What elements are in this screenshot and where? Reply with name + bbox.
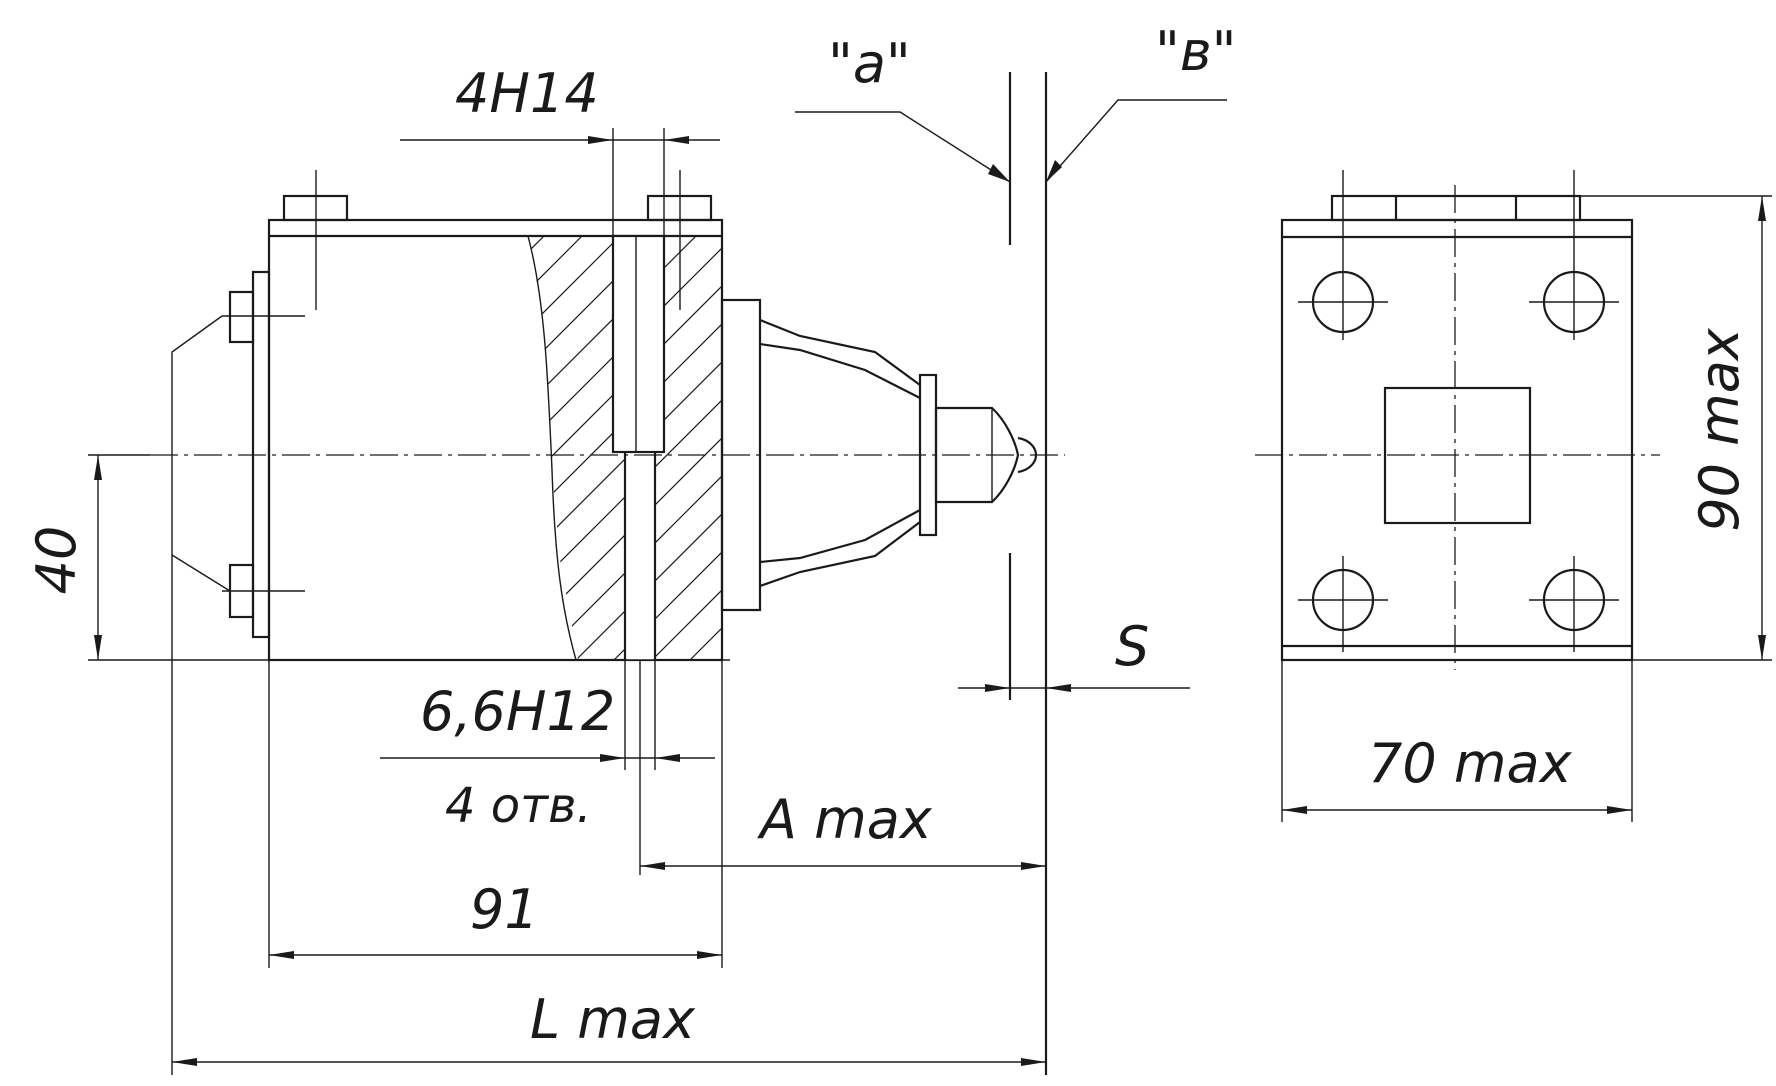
label-dim-s: S <box>1115 615 1149 678</box>
label-holes-count: 4 отв. <box>445 778 592 834</box>
dim-70-max: 70 max <box>1281 660 1633 822</box>
side-top-plate <box>1330 194 1582 222</box>
dim-s: S <box>958 615 1190 692</box>
side-view <box>1255 170 1660 670</box>
plunger-body <box>934 406 1020 504</box>
leader-b <box>1045 99 1227 183</box>
bore-upper <box>611 234 666 454</box>
label-dim-91: 91 <box>470 878 539 941</box>
label-dim-l: L max <box>530 988 696 1051</box>
label-dim-90: 90 max <box>1688 327 1751 532</box>
dim-hole-top: 4H14 <box>400 62 720 236</box>
dim-91: 91 <box>268 660 723 968</box>
label-view-a: "а" <box>828 32 911 95</box>
view-leaders: "а" "в" <box>795 20 1237 183</box>
leader-a <box>795 111 1011 183</box>
label-hole-top: 4H14 <box>455 62 599 125</box>
left-bolt-top <box>228 290 255 344</box>
cone-outer-bottom <box>759 521 921 588</box>
label-dim-40: 40 <box>25 526 88 595</box>
label-hole-bottom: 6,6H12 <box>420 680 615 743</box>
break-line <box>527 235 577 661</box>
dim-a-max: A max <box>639 660 1046 875</box>
dim-hole-bottom: 6,6H12 4 отв. <box>380 660 715 834</box>
dim-40: 40 <box>25 454 730 661</box>
label-dim-70: 70 max <box>1368 732 1573 795</box>
dim-l-max: L max <box>171 315 1046 1075</box>
cone-inner-top <box>759 342 921 399</box>
cone-inner-bottom <box>759 509 921 564</box>
label-dim-a: A max <box>757 788 933 851</box>
dim-90-max: 90 max <box>1580 195 1772 661</box>
side-body <box>1280 218 1634 662</box>
front-view <box>150 72 1065 1075</box>
cone-outer-top <box>759 318 921 386</box>
label-view-b: "в" <box>1155 20 1237 83</box>
